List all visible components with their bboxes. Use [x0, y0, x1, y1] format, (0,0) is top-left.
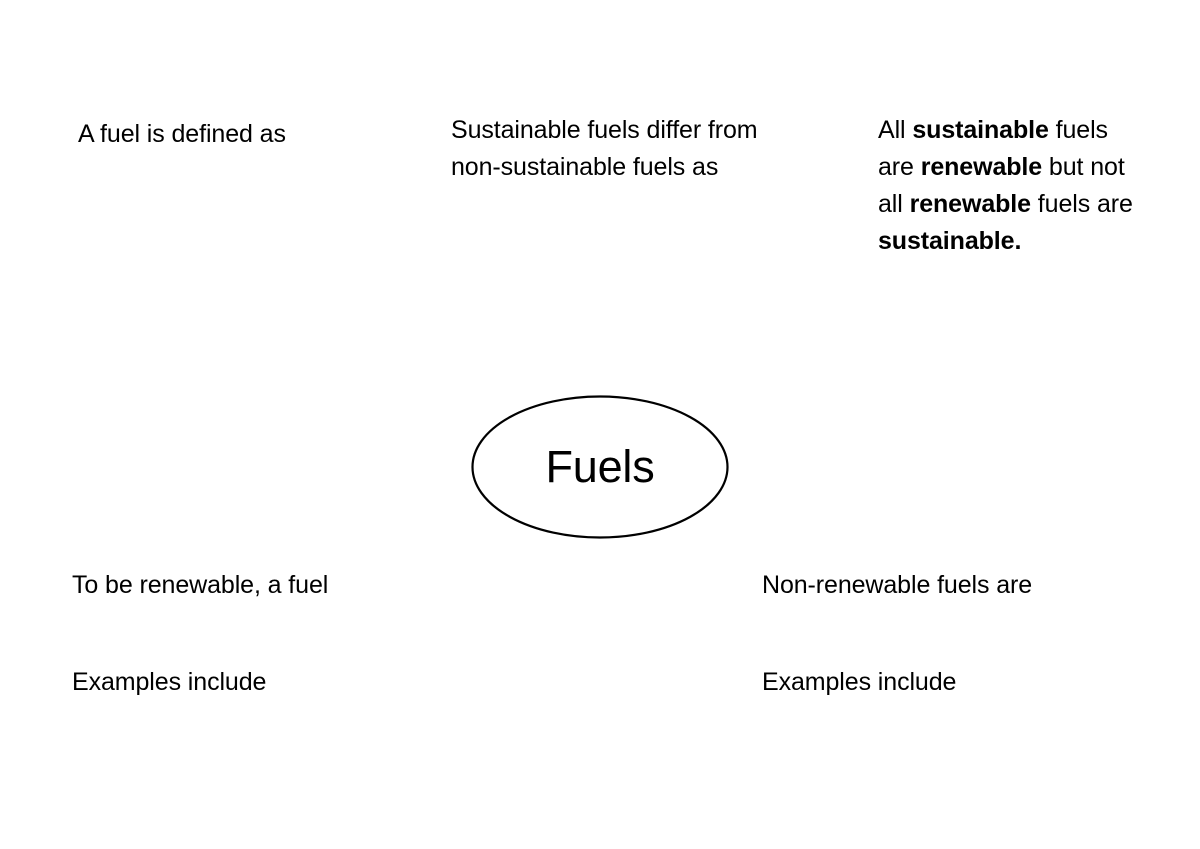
rule-text-part-3: but not all [878, 153, 1132, 218]
rule-emphasis-renewable-2: renewable [909, 190, 1031, 218]
prompt-renewable-rule: All sustainable fuels are renewable but … [878, 112, 1146, 260]
rule-text-part-2: fuels are [878, 116, 1115, 181]
central-concept-node: Fuels [471, 395, 729, 539]
rule-emphasis-sustainable-1: sustainable [912, 116, 1049, 144]
prompt-nonrenewable-examples: Examples include [762, 668, 957, 696]
prompt-nonrenewable-definition: Non-renewable fuels are [762, 571, 1033, 599]
ellipse-shape [471, 395, 729, 539]
prompt-renewable-requirement: To be renewable, a fuel [72, 571, 329, 599]
prompt-fuel-definition: A fuel is defined as [78, 120, 286, 148]
rule-emphasis-renewable-1: renewable [920, 153, 1043, 181]
rule-text-part-4: fuels are [1030, 190, 1140, 218]
prompt-renewable-examples: Examples include [72, 668, 267, 696]
prompt-sustainable-difference: Sustainable fuels differ from non-sustai… [451, 116, 765, 181]
rule-emphasis-sustainable-2: sustainable. [878, 227, 1022, 255]
central-node-label: Fuels [545, 440, 655, 492]
rule-text-part-1: All [878, 116, 913, 144]
